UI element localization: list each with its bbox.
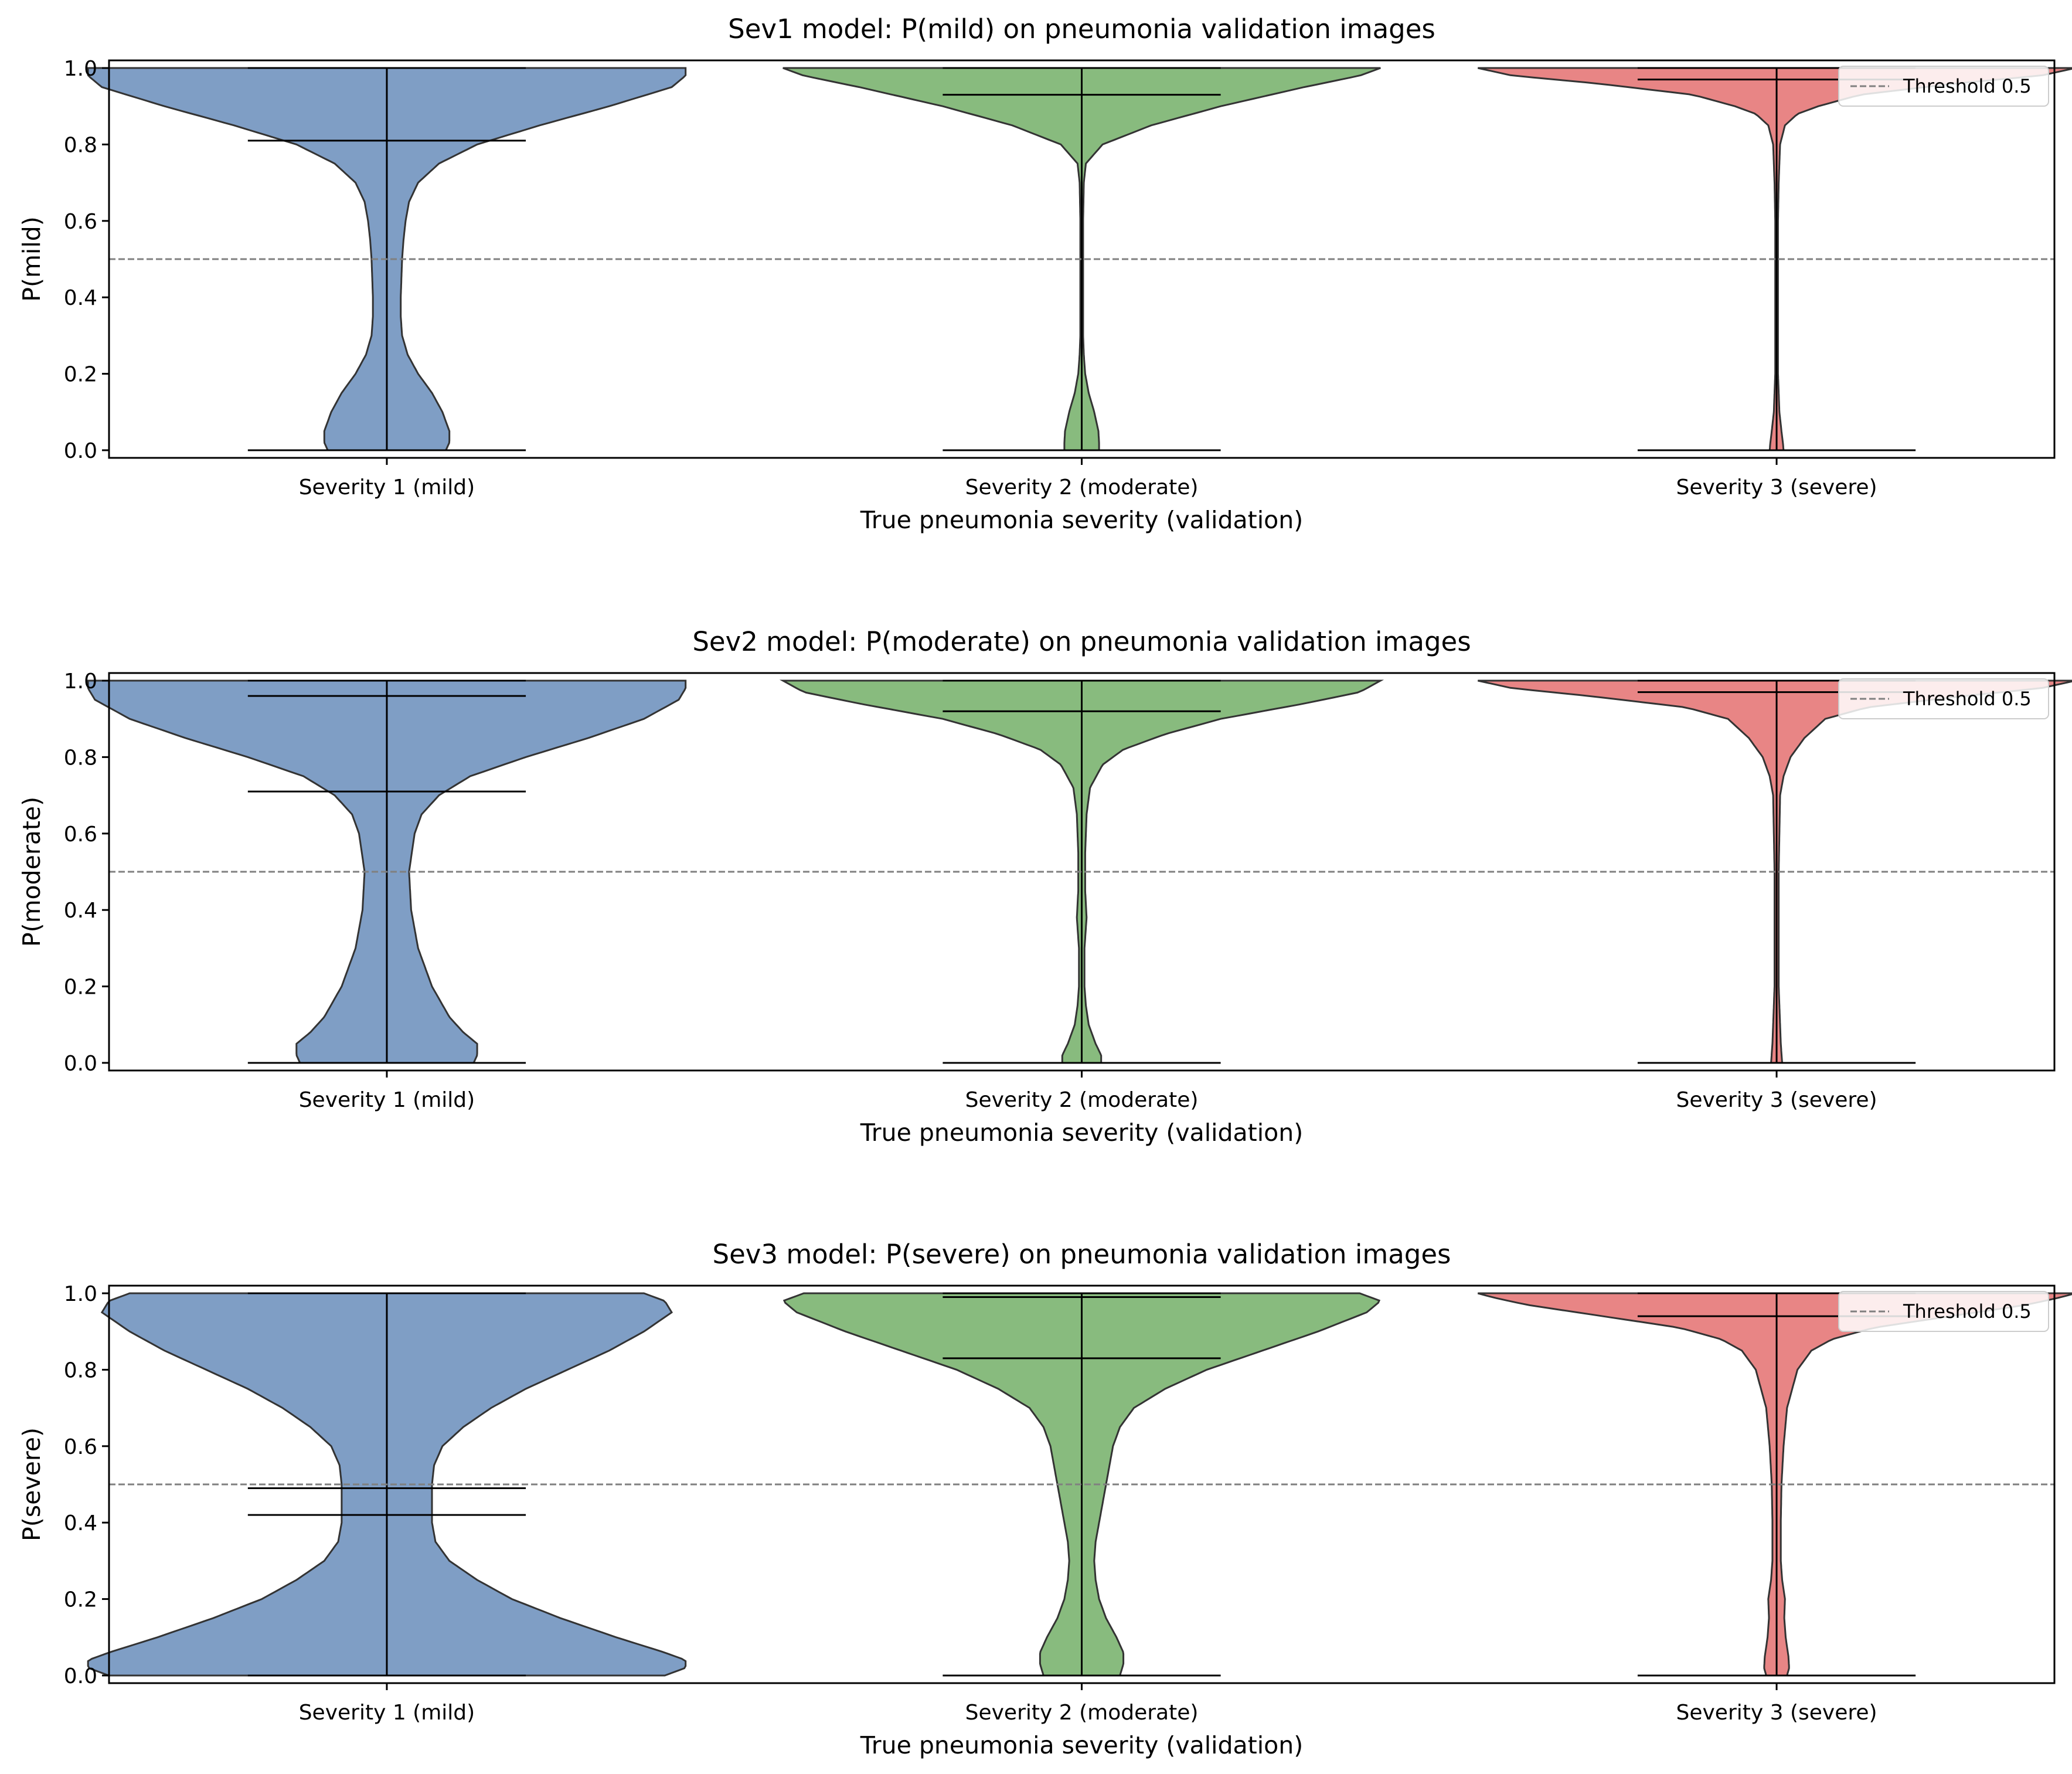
x-axis-label: True pneumonia severity (validation) bbox=[860, 506, 1303, 534]
legend-label: Threshold 0.5 bbox=[1903, 1300, 2032, 1323]
y-tick-label: 0.4 bbox=[64, 1511, 97, 1535]
chart-title: Sev2 model: P(moderate) on pneumonia val… bbox=[692, 626, 1471, 657]
y-tick-label: 1.0 bbox=[64, 57, 97, 81]
y-tick-label: 0.6 bbox=[64, 823, 97, 847]
chart-panel-2: Sev2 model: P(moderate) on pneumonia val… bbox=[18, 626, 2072, 1147]
y-tick-label: 0.2 bbox=[64, 363, 97, 387]
chart-panel-3: Sev3 model: P(severe) on pneumonia valid… bbox=[18, 1239, 2072, 1759]
y-tick-label: 0.2 bbox=[64, 976, 97, 1000]
legend-box bbox=[1838, 66, 2049, 107]
y-axis-label: P(severe) bbox=[18, 1428, 46, 1541]
violin-body bbox=[1477, 67, 2072, 451]
x-tick-label: Severity 3 (severe) bbox=[1676, 1088, 1877, 1112]
y-tick-label: 0.2 bbox=[64, 1588, 97, 1612]
x-tick-label: Severity 1 (mild) bbox=[299, 1088, 475, 1112]
x-axis-label: True pneumonia severity (validation) bbox=[860, 1731, 1303, 1759]
chart-title: Sev3 model: P(severe) on pneumonia valid… bbox=[713, 1239, 1451, 1270]
x-tick-label: Severity 2 (moderate) bbox=[965, 1088, 1199, 1112]
x-tick-label: Severity 1 (mild) bbox=[299, 1701, 475, 1725]
x-tick-label: Severity 1 (mild) bbox=[299, 475, 475, 499]
y-axis-label: P(mild) bbox=[18, 216, 46, 301]
y-tick-label: 0.8 bbox=[64, 133, 97, 157]
legend-box bbox=[1838, 1291, 2049, 1332]
x-tick-label: Severity 2 (moderate) bbox=[965, 1701, 1199, 1725]
legend-box bbox=[1838, 678, 2049, 719]
y-tick-label: 0.6 bbox=[64, 210, 97, 234]
y-tick-label: 0.8 bbox=[64, 746, 97, 770]
y-tick-label: 0.4 bbox=[64, 899, 97, 923]
legend: Threshold 0.5 bbox=[1838, 1291, 2049, 1332]
legend: Threshold 0.5 bbox=[1838, 678, 2049, 719]
y-tick-label: 0.0 bbox=[64, 1664, 97, 1688]
y-tick-label: 0.6 bbox=[64, 1435, 97, 1459]
chart-title: Sev1 model: P(mild) on pneumonia validat… bbox=[728, 13, 1435, 45]
y-tick-label: 0.4 bbox=[64, 286, 97, 310]
y-tick-label: 1.0 bbox=[64, 670, 97, 694]
y-tick-label: 0.0 bbox=[64, 1052, 97, 1076]
y-tick-label: 0.8 bbox=[64, 1358, 97, 1382]
chart-panel-1: Sev1 model: P(mild) on pneumonia validat… bbox=[18, 13, 2072, 534]
x-tick-label: Severity 2 (moderate) bbox=[965, 475, 1199, 499]
x-axis-label: True pneumonia severity (validation) bbox=[860, 1119, 1303, 1147]
x-tick-label: Severity 3 (severe) bbox=[1676, 1701, 1877, 1725]
legend-label: Threshold 0.5 bbox=[1903, 688, 2032, 710]
x-tick-label: Severity 3 (severe) bbox=[1676, 475, 1877, 499]
y-tick-label: 0.0 bbox=[64, 439, 97, 463]
legend-label: Threshold 0.5 bbox=[1903, 75, 2032, 97]
legend: Threshold 0.5 bbox=[1838, 66, 2049, 107]
y-tick-label: 1.0 bbox=[64, 1282, 97, 1306]
y-axis-label: P(moderate) bbox=[18, 797, 46, 947]
